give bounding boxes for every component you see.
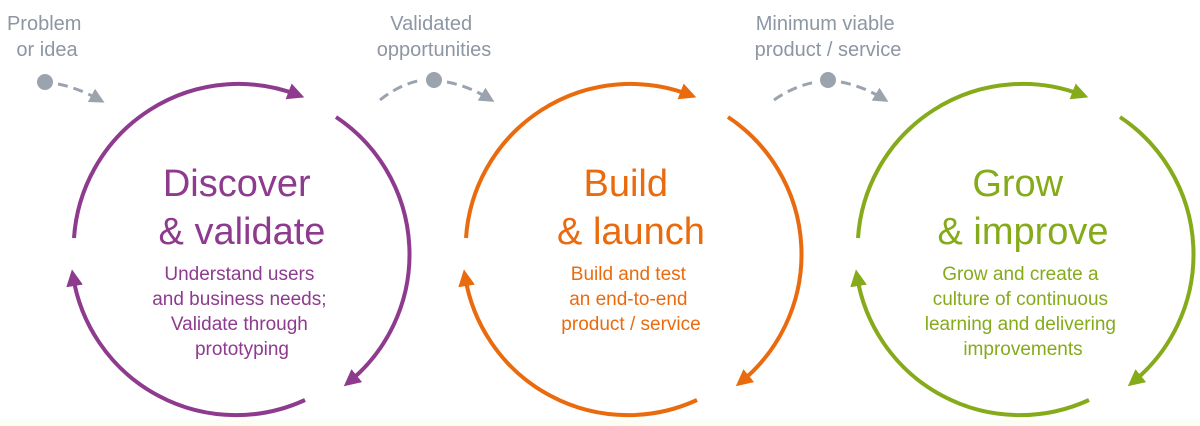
cycle-arc-lower	[66, 269, 306, 418]
phase-description-line: Understand users	[164, 264, 314, 285]
phase-description-line: Build and test	[571, 264, 687, 285]
input-arrow	[840, 80, 889, 102]
cycle-arc-upper	[856, 81, 1089, 239]
svg-text:Build & launch: Build & launch	[557, 163, 705, 253]
phase-title-line: & improve	[937, 211, 1108, 253]
svg-text:Grow & improve: Grow & improve	[937, 163, 1108, 253]
input-dot	[426, 72, 442, 88]
phase-title-line: Grow	[972, 163, 1063, 205]
cycle-arc-right	[1118, 115, 1196, 387]
phase-title-line: Discover	[163, 163, 311, 205]
cycle-arc-lower	[458, 269, 698, 418]
phase-description-line: prototyping	[195, 339, 289, 360]
phase-description-line: Grow and create a	[942, 264, 1099, 285]
phase-description-line: and business needs;	[152, 289, 326, 310]
svg-text:Problem or idea: Problem or idea	[7, 13, 87, 61]
phase-description-line: an end-to-end	[569, 289, 687, 310]
phase-title-line: & validate	[159, 211, 326, 253]
svg-text:Discover & validate: Discover & validate	[159, 163, 326, 253]
phase-grow-improve: Grow & improve Grow and create a culture…	[850, 81, 1196, 418]
input-label-line: product / service	[755, 39, 902, 61]
phase-build-launch: Build & launch Build and test an end-to-…	[458, 81, 804, 418]
input-dot	[820, 72, 836, 88]
input-label-line: Minimum viable	[756, 13, 895, 35]
phase-description-line: improvements	[963, 339, 1082, 360]
svg-text:Grow and create a cultur: Grow and create a culture of continuous …	[925, 264, 1121, 360]
phase-description-line: learning and delivering	[925, 314, 1116, 335]
bottom-band	[0, 420, 1200, 426]
incoming-dashed-line	[379, 78, 423, 102]
input-label-line: or idea	[16, 39, 78, 61]
svg-text:Understand users and bus: Understand users and business needs; Val…	[152, 264, 332, 360]
input-minimum-viable-product: Minimum viable product / service	[755, 13, 902, 102]
cycle-arc-right	[334, 115, 412, 387]
svg-text:Build and test an end-to: Build and test an end-to-end product / s…	[561, 264, 700, 335]
cycle-arc-lower	[850, 269, 1090, 418]
input-problem-or-idea: Problem or idea	[7, 13, 105, 103]
phase-discover-validate: Discover & validate Understand users and…	[66, 81, 412, 418]
input-dot	[37, 74, 53, 90]
cycle-arc-upper	[72, 81, 305, 239]
cycle-arc-right	[726, 115, 804, 387]
input-label-line: opportunities	[377, 39, 492, 61]
phase-description-line: product / service	[561, 314, 700, 335]
incoming-dashed-line	[773, 80, 817, 102]
phase-title-line: Build	[583, 163, 668, 205]
input-label-line: Problem	[7, 13, 81, 35]
svg-text:Minimum viable product /: Minimum viable product / service	[755, 13, 902, 61]
input-arrow	[57, 82, 105, 103]
phase-description-line: Validate through	[171, 314, 308, 335]
phase-title-line: & launch	[557, 211, 705, 253]
cycle-arc-upper	[464, 81, 697, 239]
input-arrow	[446, 80, 495, 102]
input-label-line: Validated	[390, 13, 472, 35]
input-validated-opportunities: Validated opportunities	[377, 13, 495, 102]
phase-description-line: culture of continuous	[933, 289, 1108, 310]
svg-text:Validated opportunities: Validated opportunities	[377, 13, 492, 61]
